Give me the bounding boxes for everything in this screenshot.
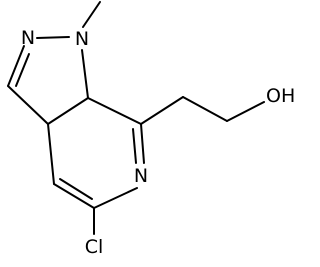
- bond-c5-c4: [53, 183, 95, 209]
- bond-c4-c3a: [47, 123, 55, 185]
- atom-label-n6: N: [134, 165, 148, 187]
- atom-label-cl: Cl: [85, 236, 104, 258]
- bond-c5-c4-inner: [59, 178, 93, 200]
- bond-n6-c5: [93, 187, 138, 209]
- bond-n2-c3: [7, 45, 25, 87]
- bond-n2-n1: [36, 36, 70, 39]
- bond-c3-c3a: [7, 85, 49, 125]
- bond-c3a-c7a: [47, 97, 89, 125]
- chemical-structure: N N N Cl OH: [7, 1, 295, 258]
- atom-label-oh: OH: [266, 85, 295, 107]
- bond-c7-n6: [140, 123, 145, 164]
- bond-n1-methyl: [82, 1, 101, 28]
- bond-c7-n6-inner: [132, 128, 137, 164]
- bond-ch2a-ch2b: [182, 96, 228, 122]
- bond-c7a-c7: [87, 97, 142, 125]
- bond-c7a-n1: [81, 49, 89, 99]
- atom-label-n2: N: [21, 27, 35, 49]
- atom-label-n1: N: [75, 28, 89, 50]
- bond-ch2b-o: [226, 101, 265, 122]
- bond-n2-c3-inner: [15, 53, 30, 87]
- bond-c7-ch2a: [140, 96, 184, 125]
